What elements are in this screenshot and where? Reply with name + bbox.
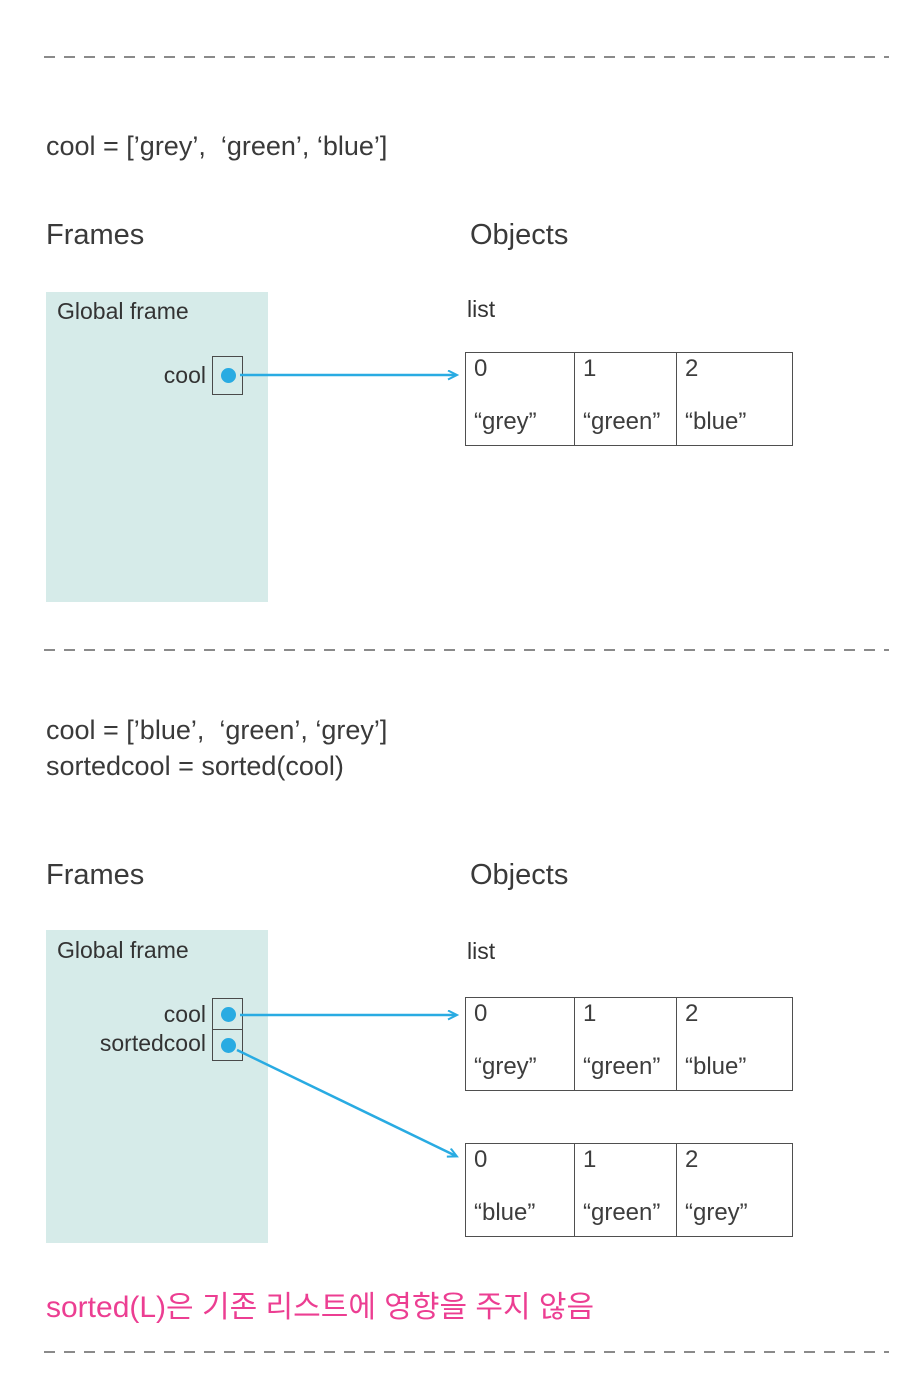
- cell-index: 1: [583, 1146, 597, 1173]
- variable-slot-sortedcool: [212, 1028, 243, 1061]
- dashed-divider-bottom: [44, 1351, 889, 1353]
- frames-header: Frames: [46, 219, 145, 251]
- list-object-table-cool: 0 “grey” 1 “green” 2 “blue”: [465, 997, 793, 1091]
- pointer-dot-cool: [221, 368, 236, 383]
- arrow-sortedcool-to-list: [236, 1048, 456, 1156]
- list-cell: 0 “blue”: [466, 1144, 574, 1236]
- list-cell: 2 “grey”: [676, 1144, 791, 1236]
- variable-label-cool: cool: [163, 362, 206, 388]
- pointer-dot-cool: [221, 1007, 236, 1022]
- code-line: sortedcool = sorted(cool): [46, 751, 344, 781]
- cell-value: “blue”: [685, 408, 747, 435]
- cell-value: “grey”: [474, 408, 537, 435]
- list-cell: 1 “green”: [574, 998, 676, 1090]
- cell-value: “blue”: [474, 1199, 536, 1226]
- cell-index: 2: [685, 355, 699, 382]
- objects-header: Objects: [470, 859, 569, 891]
- cell-value: “grey”: [685, 1199, 748, 1226]
- list-cell: 2 “blue”: [676, 353, 791, 445]
- global-frame-title: Global frame: [57, 298, 189, 324]
- list-object-table-sortedcool: 0 “blue” 1 “green” 2 “grey”: [465, 1143, 793, 1237]
- cell-index: 1: [583, 355, 597, 382]
- cell-value: “grey”: [474, 1053, 537, 1080]
- cell-index: 0: [474, 355, 488, 382]
- list-cell: 2 “blue”: [676, 998, 791, 1090]
- list-cell: 1 “green”: [574, 1144, 676, 1236]
- code-line: cool = [’blue’, ‘green’, ‘grey’]: [46, 715, 388, 745]
- object-type-label: list: [467, 938, 496, 964]
- cell-value: “green”: [583, 408, 661, 435]
- cell-value: “blue”: [685, 1053, 747, 1080]
- korean-note: sorted(L)은 기존 리스트에 영향을 주지 않음: [46, 1291, 595, 1324]
- global-frame-title: Global frame: [57, 937, 189, 963]
- pointer-dot-sortedcool: [221, 1038, 236, 1053]
- frames-header: Frames: [46, 859, 145, 891]
- cell-index: 2: [685, 1000, 699, 1027]
- variable-label-cool: cool: [163, 1001, 206, 1027]
- cell-value: “green”: [583, 1053, 661, 1080]
- dashed-divider-middle: [44, 649, 889, 651]
- list-cell: 0 “grey”: [466, 998, 574, 1090]
- cell-index: 2: [685, 1146, 699, 1173]
- code-line: cool = [’grey’, ‘green’, ‘blue’]: [46, 131, 388, 161]
- cell-value: “green”: [583, 1199, 661, 1226]
- object-type-label: list: [467, 296, 496, 322]
- list-cell: 0 “grey”: [466, 353, 574, 445]
- cell-index: 0: [474, 1146, 488, 1173]
- cell-index: 1: [583, 1000, 597, 1027]
- list-cell: 1 “green”: [574, 353, 676, 445]
- objects-header: Objects: [470, 219, 569, 251]
- global-frame-box: [46, 930, 268, 1243]
- dashed-divider-top: [44, 56, 889, 58]
- global-frame-box: [46, 292, 268, 602]
- variable-label-sortedcool: sortedcool: [99, 1030, 206, 1056]
- list-object-table: 0 “grey” 1 “green” 2 “blue”: [465, 352, 793, 446]
- cell-index: 0: [474, 1000, 488, 1027]
